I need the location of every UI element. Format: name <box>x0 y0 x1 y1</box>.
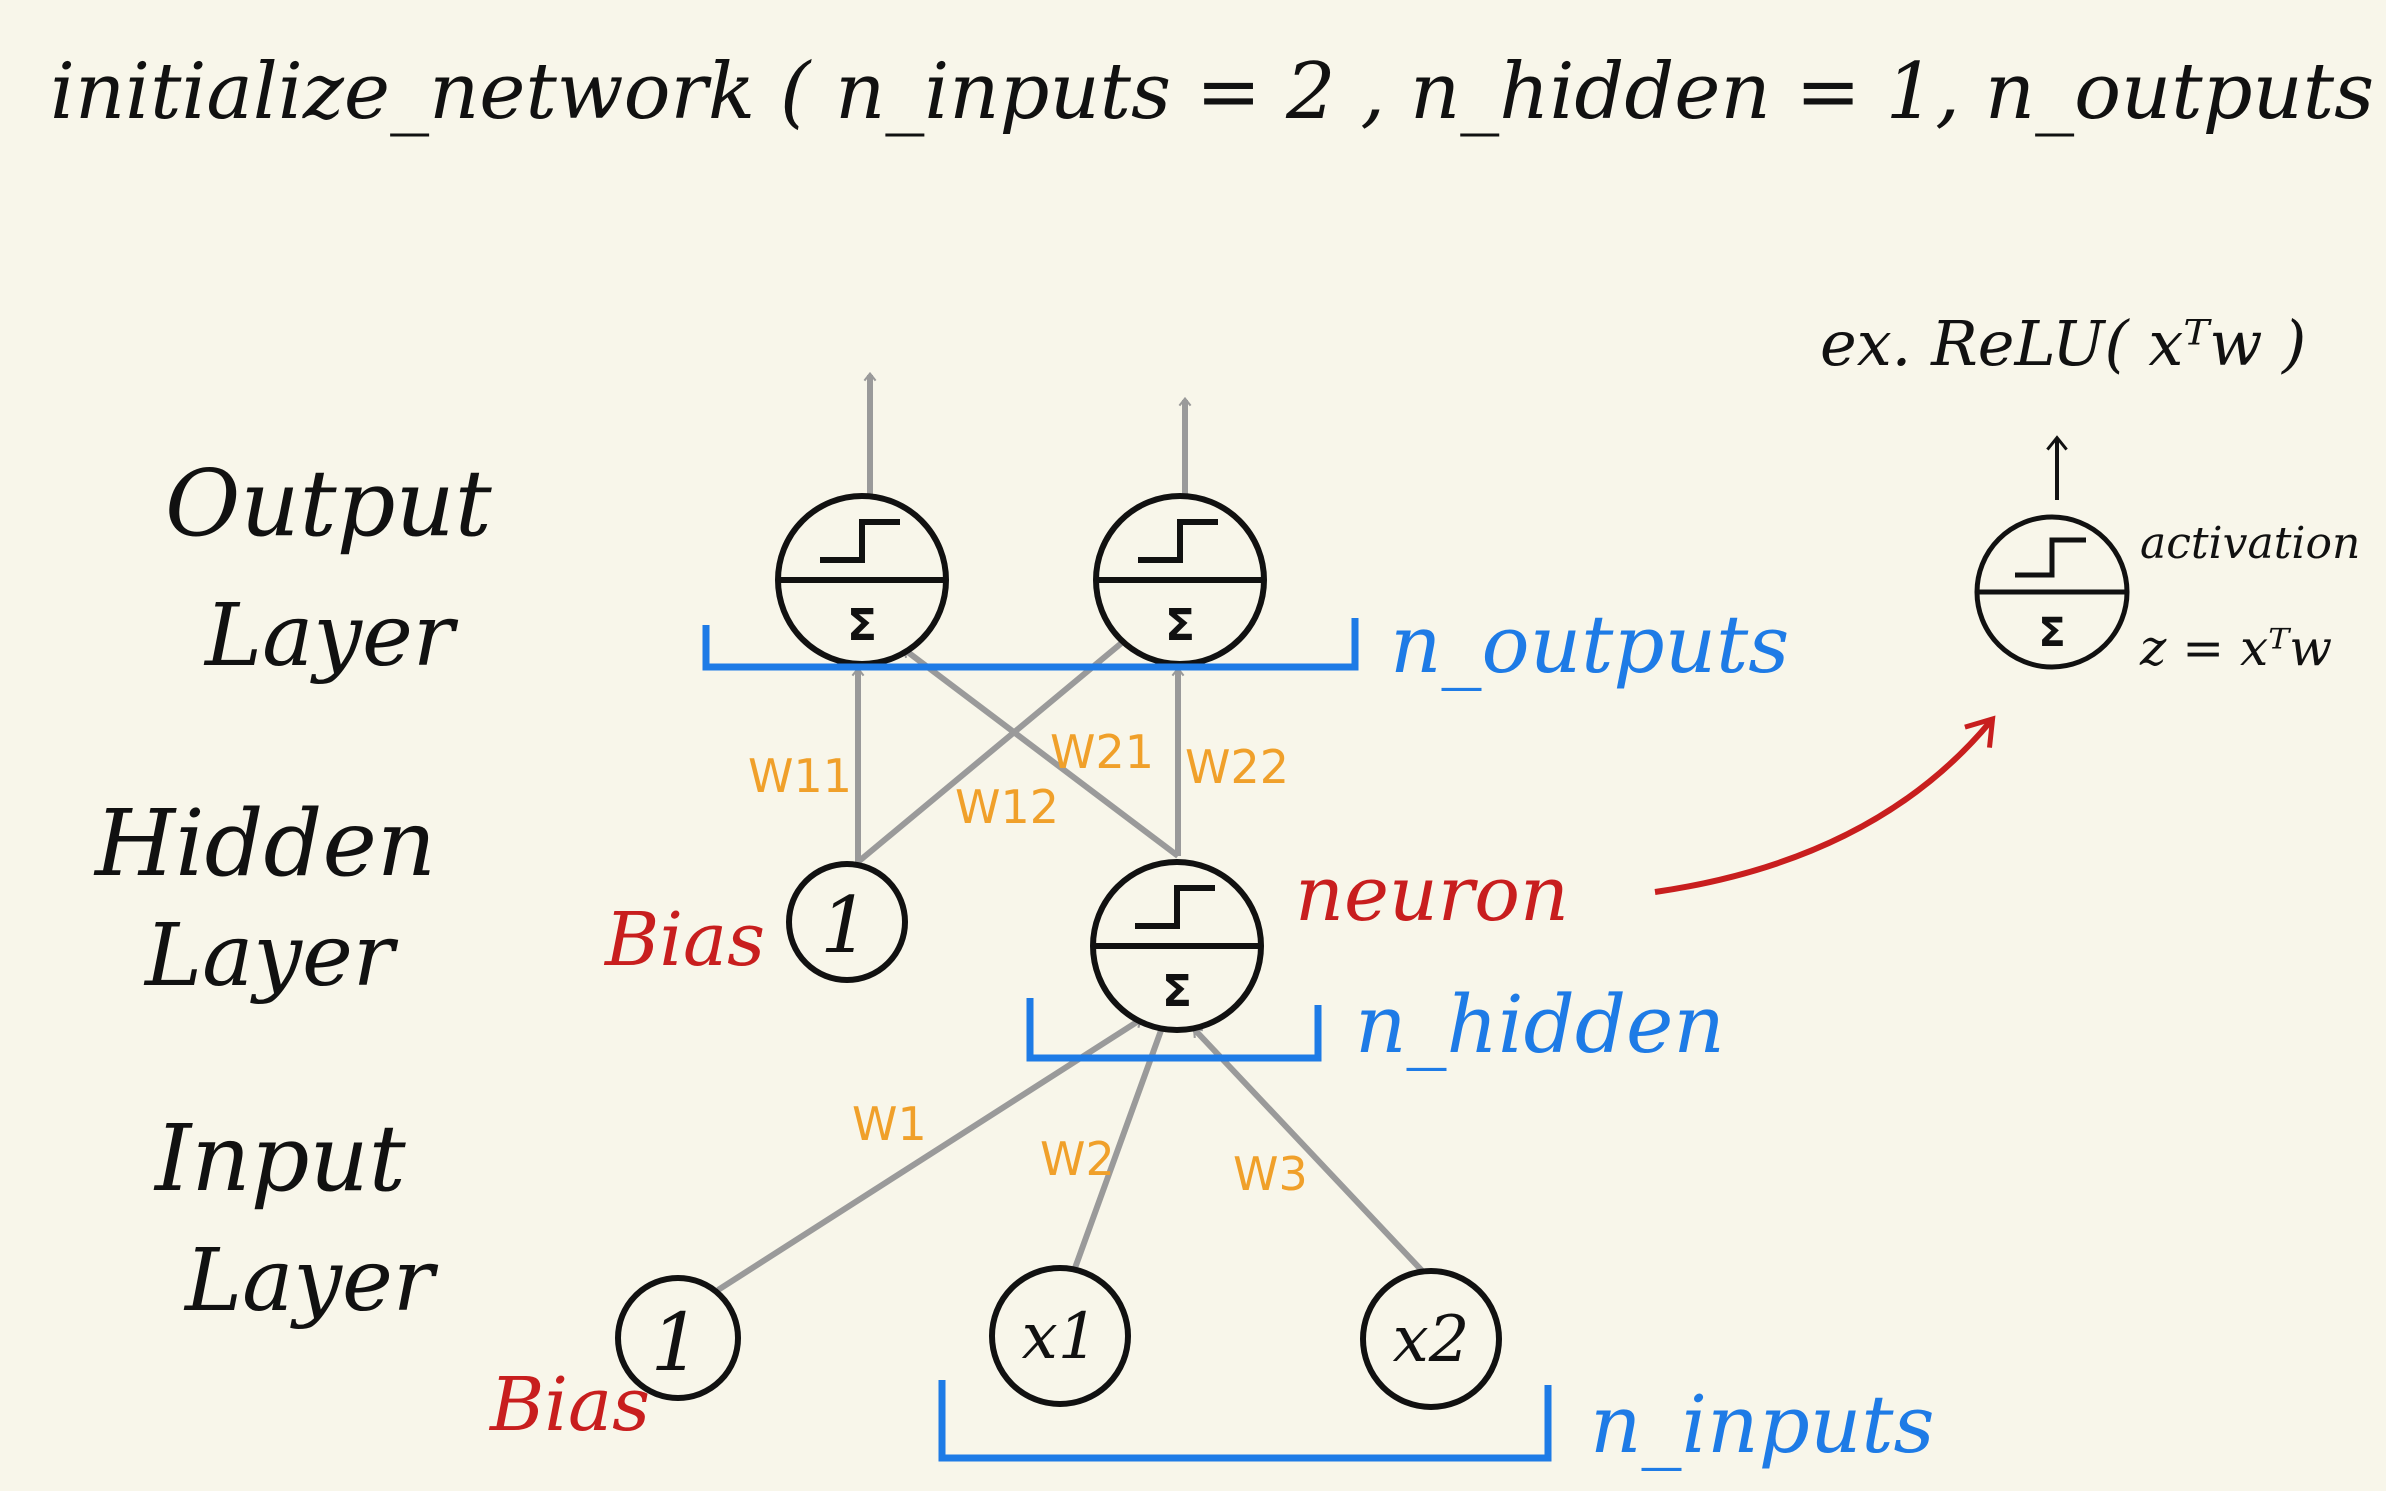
step-function-icon <box>1135 885 1215 929</box>
weight-w1: W1 <box>852 1097 927 1151</box>
activation-label: activation <box>2140 518 2360 569</box>
input-x2-node: x2 <box>1360 1268 1502 1410</box>
hidden-bias-label: Bias <box>603 897 765 983</box>
weight-w12: W12 <box>955 780 1059 834</box>
hidden-layer-label: Hidden Layer <box>93 790 436 1006</box>
weight-w3: W3 <box>1233 1147 1308 1201</box>
output-neuron-2: Σ <box>1093 493 1267 667</box>
neuron-detail-arrow <box>1654 715 1996 895</box>
weight-labels: W11 W12 W21 W22 W1 W2 W3 <box>748 725 1308 1201</box>
detail-neuron: Σ <box>1974 514 2130 670</box>
z-formula-label: z = xᵀw <box>2139 619 2332 677</box>
weight-w2: W2 <box>1040 1132 1115 1186</box>
output-layer-label-line1: Output <box>165 450 493 557</box>
n-hidden-bracket <box>1026 998 1322 1062</box>
weight-w21: W21 <box>1050 725 1154 779</box>
edge-bias-to-hidden <box>716 1017 1143 1293</box>
input-x1-label: x1 <box>1022 1300 1099 1374</box>
n-hidden-label: n_hidden <box>1355 978 1725 1071</box>
input-x2-label: x2 <box>1393 1303 1470 1377</box>
input-bias-value: 1 <box>651 1296 702 1389</box>
n-outputs-bracket <box>702 618 1359 671</box>
input-layer-label: Input Layer <box>153 1105 439 1331</box>
hidden-bias-value: 1 <box>820 881 870 971</box>
brackets <box>702 618 1552 1462</box>
hidden-layer-label-line1: Hidden <box>93 790 436 897</box>
edge-x1-to-hidden <box>1072 1022 1168 1270</box>
edge-bias-to-out2 <box>856 633 1133 865</box>
input-bias-label: Bias <box>488 1362 650 1448</box>
output-layer-label-line2: Layer <box>203 586 459 686</box>
input-layer-label-line1: Input <box>153 1105 407 1212</box>
n-inputs-bracket <box>938 1380 1552 1462</box>
hidden-layer-label-line2: Layer <box>143 906 399 1006</box>
hidden-neuron: Σ <box>1090 859 1264 1033</box>
weight-w11: W11 <box>748 749 852 803</box>
n-outputs-label: n_outputs <box>1390 598 1789 691</box>
edges <box>716 371 1430 1293</box>
step-function-icon <box>820 519 900 563</box>
weight-w22: W22 <box>1185 740 1289 794</box>
sigma-symbol: Σ <box>2038 610 2065 656</box>
output-neuron-1: Σ <box>775 493 949 667</box>
step-function-icon <box>1138 519 1218 563</box>
sigma-symbol: Σ <box>1165 600 1195 651</box>
output-layer-label: Output Layer <box>165 450 493 686</box>
input-x1-node: x1 <box>989 1265 1131 1407</box>
input-layer-label-line2: Layer <box>183 1231 439 1331</box>
input-bias-node: 1 <box>615 1275 741 1401</box>
n-inputs-label: n_inputs <box>1590 1378 1935 1471</box>
page-title: initialize_network ( n_inputs = 2 , n_hi… <box>50 47 2386 137</box>
hidden-bias-node: 1 <box>786 861 908 983</box>
step-function-icon <box>2015 537 2086 578</box>
sigma-symbol: Σ <box>1162 966 1192 1017</box>
sigma-symbol: Σ <box>847 600 877 651</box>
neuron-label: neuron <box>1295 849 1569 938</box>
edge-x2-to-hidden <box>1192 1027 1430 1279</box>
relu-example-label: ex. ReLU( xᵀw ) <box>1820 307 2306 380</box>
edge-hidden-to-out1 <box>902 647 1180 859</box>
